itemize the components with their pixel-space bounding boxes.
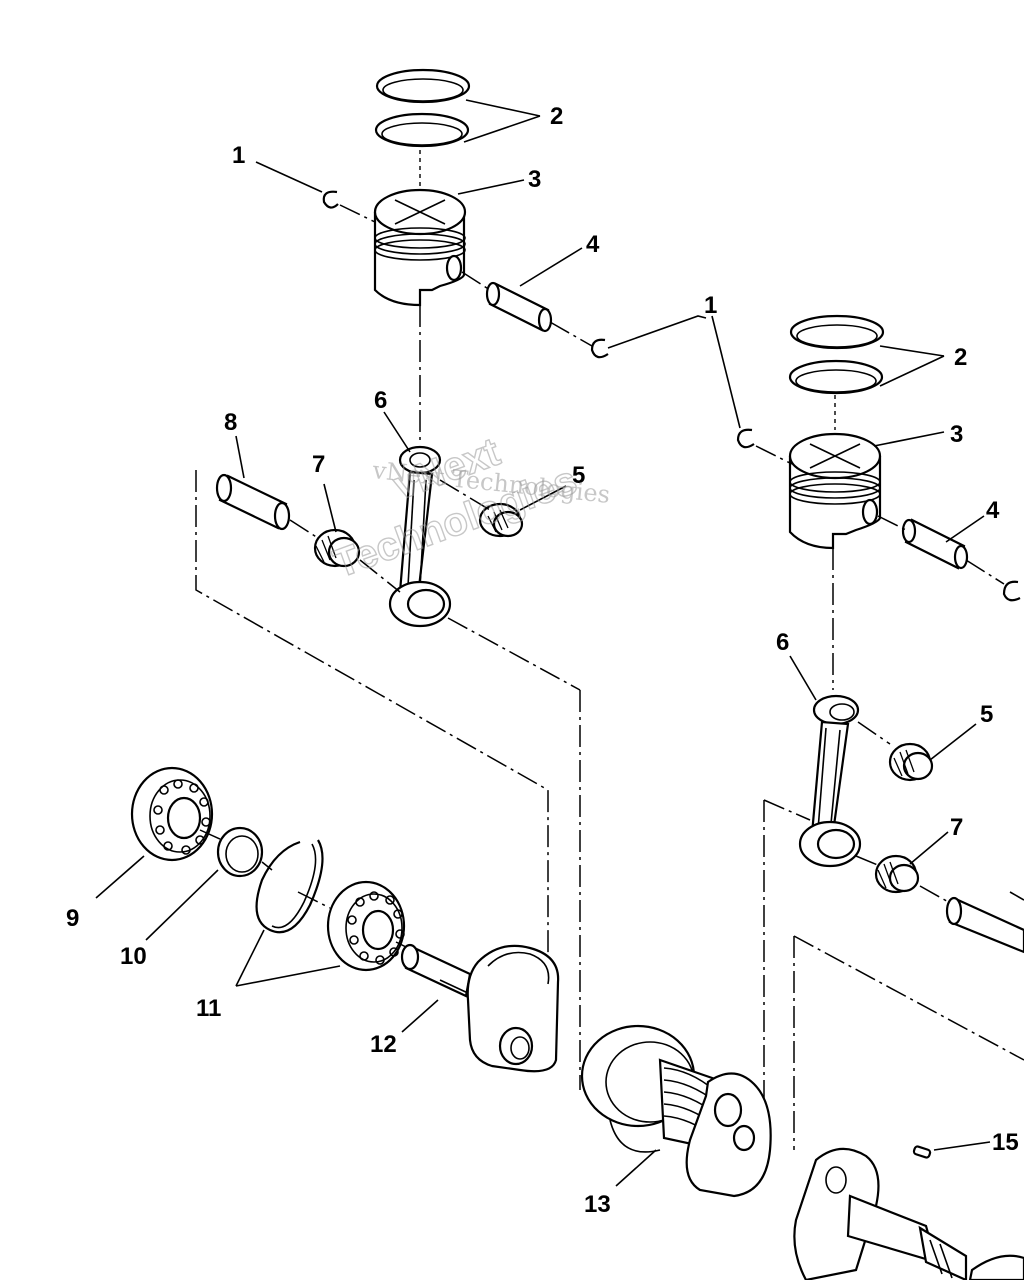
wrist-pin-right — [901, 518, 969, 570]
crankshaft-left-half — [400, 943, 560, 1073]
piston-ring-upper-right — [789, 314, 885, 350]
connecting-rod-right — [798, 694, 862, 868]
crank-pin-right — [945, 896, 1024, 954]
piston-right — [788, 432, 882, 550]
main-bearing-outer — [130, 766, 214, 862]
piston-left — [373, 188, 467, 307]
circlip-right-a — [736, 428, 755, 449]
callout-1-right: 1 — [704, 292, 717, 319]
callout-10: 10 — [120, 943, 147, 970]
callout-6-right: 6 — [776, 629, 789, 656]
retaining-ring-large — [255, 839, 324, 934]
callout-7-left: 7 — [312, 451, 325, 478]
woodruff-key — [912, 1145, 932, 1159]
callout-5-left: 5 — [572, 462, 585, 489]
piston-ring-lower-right — [788, 359, 884, 395]
needle-bearing-big-right — [874, 854, 920, 894]
callout-15: 15 — [992, 1129, 1019, 1156]
needle-bearing-small-left — [478, 502, 524, 538]
snap-ring-small — [216, 826, 264, 878]
callout-3-left: 3 — [528, 166, 541, 193]
needle-bearing-small-right — [888, 742, 934, 782]
wrist-pin-left — [485, 281, 553, 333]
connecting-rod-left — [388, 445, 452, 628]
callout-11: 11 — [196, 995, 221, 1022]
callout-13: 13 — [584, 1191, 611, 1218]
callout-8: 8 — [224, 409, 237, 436]
callout-5-right: 5 — [980, 701, 993, 728]
main-bearing-inner — [326, 880, 406, 972]
crank-pin-left — [215, 473, 291, 531]
crankshaft-center-section — [580, 1024, 772, 1198]
piston-ring-upper-left — [375, 68, 471, 104]
piston-ring-lower-left — [374, 112, 470, 148]
callout-6-left: 6 — [374, 387, 387, 414]
callout-3-right: 3 — [950, 421, 963, 448]
callout-2-right: 2 — [954, 344, 967, 371]
callout-7-right: 7 — [950, 814, 963, 841]
circlip-left-a — [322, 190, 339, 209]
callout-4-left: 4 — [586, 231, 600, 258]
circlip-left-b — [590, 338, 609, 359]
watermark: vNext Technologies vNext Technologies — [327, 429, 611, 587]
callout-9: 9 — [66, 905, 79, 932]
callout-12: 12 — [370, 1031, 397, 1058]
crankshaft-right-half — [793, 1147, 1024, 1282]
callout-1-left: 1 — [232, 142, 245, 169]
circlip-right-b — [1002, 580, 1021, 602]
callout-2-left: 2 — [550, 103, 563, 130]
callout-4-right: 4 — [986, 497, 1000, 524]
leader-lines — [95, 99, 1024, 1187]
